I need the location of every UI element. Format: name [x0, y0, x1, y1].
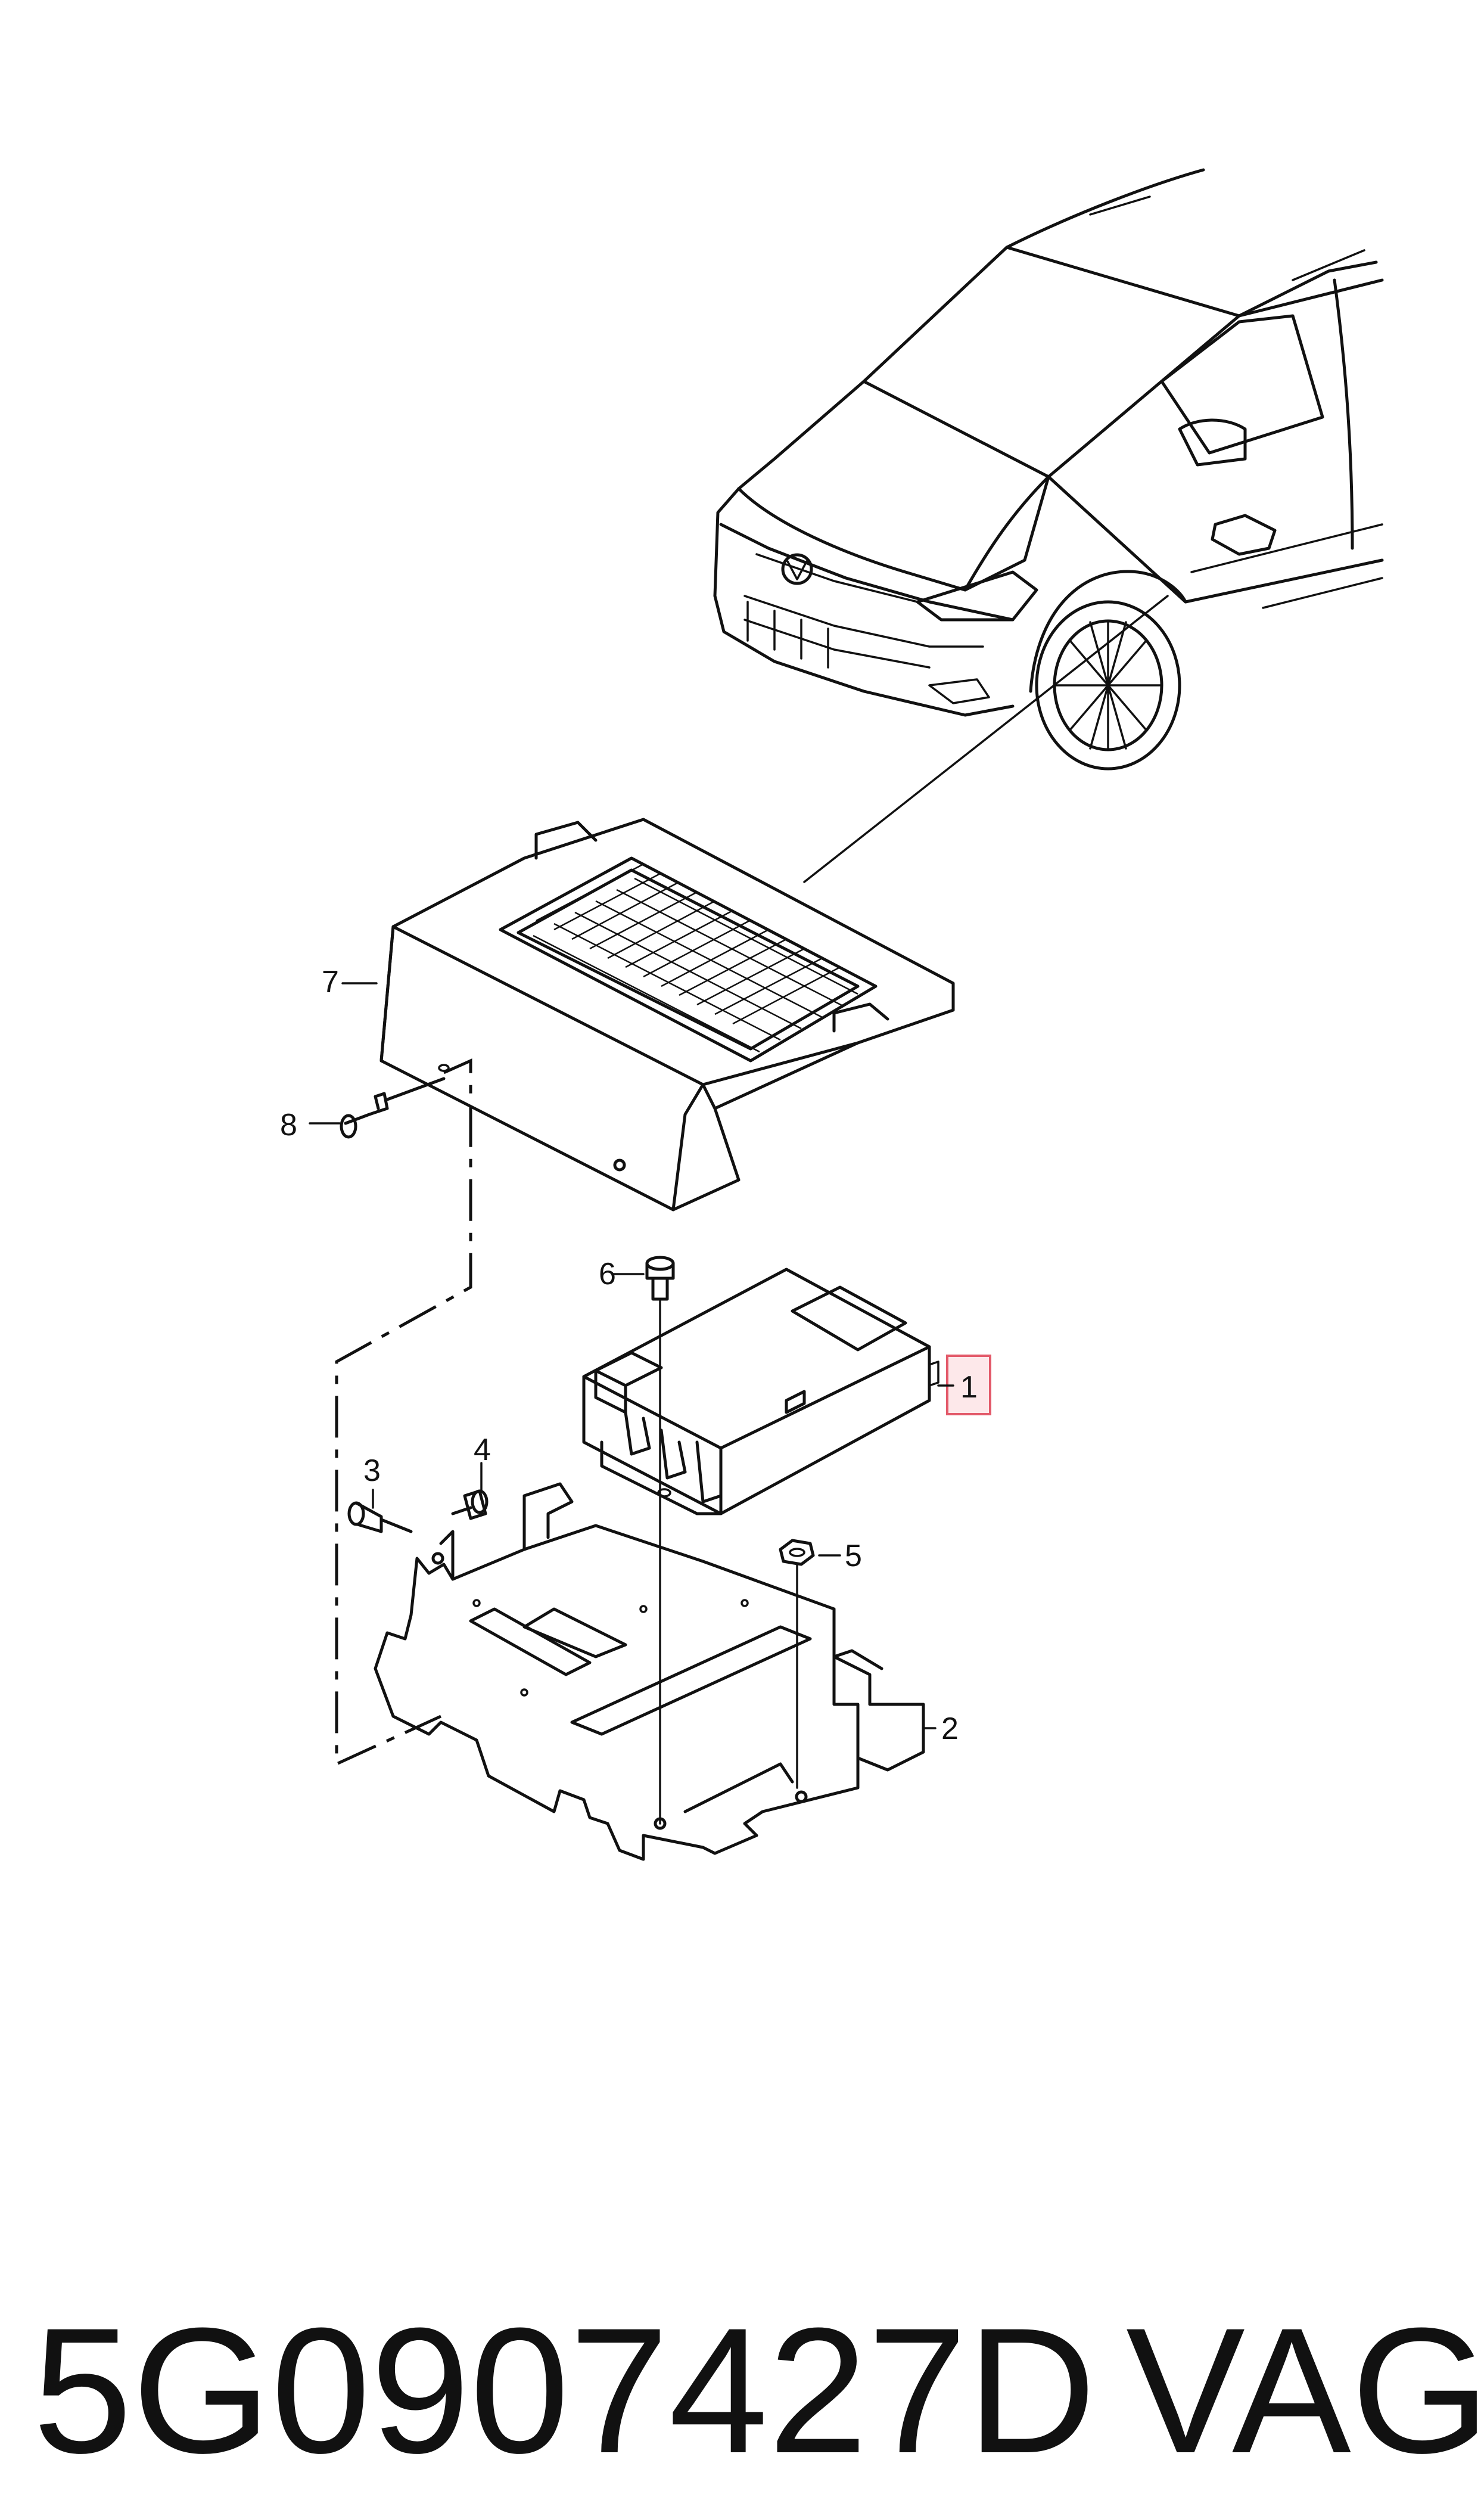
trim-cover-part-7	[379, 818, 955, 1212]
callout-8: 8	[280, 1108, 297, 1142]
vehicle-illustration	[713, 168, 1384, 771]
bolt-part-4	[451, 1462, 489, 1520]
bolt-part-3	[347, 1489, 413, 1533]
brand-label: VAG	[1126, 2290, 1484, 2490]
control-unit-part-1	[582, 1268, 939, 1515]
bracket-part-2	[374, 1482, 937, 1861]
callout-5: 5	[845, 1539, 862, 1573]
callout-3: 3	[363, 1453, 381, 1488]
part-number: 5G0907427D	[33, 2290, 1096, 2490]
leader-car-to-cover	[803, 595, 1169, 883]
callout-7: 7	[322, 965, 339, 999]
callout-1: 1	[960, 1370, 978, 1405]
clip-part-8	[309, 1077, 446, 1139]
callout-2: 2	[941, 1712, 959, 1746]
callout-4: 4	[474, 1433, 491, 1467]
nut-part-5	[779, 1539, 841, 1789]
cover-grill-mesh	[533, 863, 858, 1053]
screw-part-6	[612, 1256, 675, 1825]
assembly-guide-dashed	[335, 1058, 472, 1766]
callout-6: 6	[599, 1257, 616, 1291]
